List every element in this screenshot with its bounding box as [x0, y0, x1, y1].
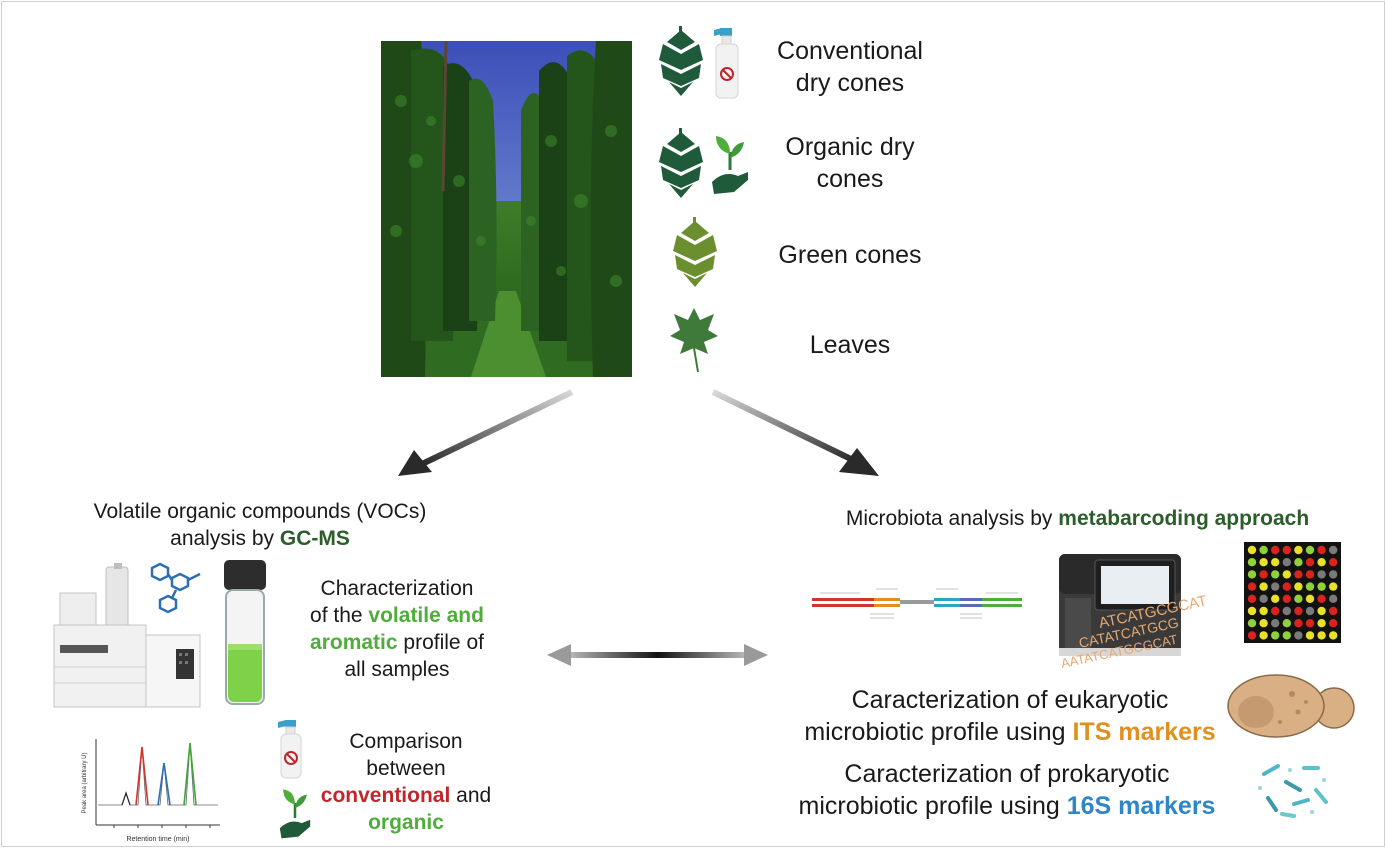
microarray-spot: [1259, 582, 1268, 591]
dna-sequence-text: ATCATGCGCAT CATATCATGCG AATATCATGCGCAT: [1060, 592, 1209, 671]
gc-ms-instrument-icon: [53, 563, 201, 708]
microarray-spot: [1259, 606, 1268, 616]
microarray-spot: [1282, 558, 1291, 567]
sample-label-leaves: Leaves: [809, 331, 891, 359]
microarray-spot: [1259, 594, 1268, 603]
microarray-spot: [1317, 619, 1326, 628]
microarray-spot: [1247, 631, 1257, 640]
microarray-spot: [1317, 582, 1326, 591]
sample-vial-icon: [224, 560, 266, 705]
microarray-spot: [1305, 594, 1315, 603]
microarray-spot: [1317, 545, 1326, 555]
microarray-spot: [1282, 570, 1291, 579]
hop-cone-dark-icon: [659, 128, 703, 198]
microarray-spot: [1329, 594, 1338, 603]
microarray-spot: [1294, 582, 1303, 591]
microarray-spot: [1329, 570, 1338, 579]
chromatogram-ylabel: Peak area (arbitrary U): [82, 752, 88, 813]
microarray-spot: [1271, 606, 1280, 616]
arrow-to-voc: [398, 389, 574, 476]
prokaryotic-characterization-text: Caracterization of prokaryotic microbiot…: [798, 760, 1216, 820]
microarray-spot: [1329, 606, 1338, 616]
microarray-spot: [1282, 619, 1291, 628]
microarray-spot: [1305, 558, 1315, 567]
microarray-spot: [1329, 619, 1338, 628]
microarray-spot: [1247, 582, 1257, 591]
eukaryotic-characterization-text: Caracterization of eukaryotic microbioti…: [804, 686, 1216, 746]
chromatogram-plot: Retention time (min) Peak area (arbitrar…: [82, 739, 220, 843]
microarray-spot: [1294, 558, 1303, 567]
microarray-spot: [1294, 594, 1303, 603]
microarray-spot: [1271, 545, 1280, 555]
microarray-spot: [1271, 582, 1280, 591]
microarray-spot: [1247, 594, 1257, 603]
amplicon-schematic-icon: [812, 588, 1022, 619]
microarray-spot: [1329, 545, 1338, 555]
microarray-spot: [1294, 631, 1303, 640]
microarray-spot: [1282, 545, 1291, 555]
microarray-spot: [1294, 545, 1303, 555]
microarray-spot: [1294, 570, 1303, 579]
hop-cone-dark-icon: [659, 26, 703, 96]
sequencer-instrument-icon: [1059, 554, 1181, 656]
molecule-icon: [150, 562, 201, 614]
microarray-spot: [1271, 631, 1280, 640]
microarray-spot: [1259, 545, 1268, 555]
microarray-spot: [1305, 619, 1315, 628]
sample-label-green-cones: Green cones: [778, 241, 922, 269]
microarray-spot: [1329, 582, 1338, 591]
microarray-spot: [1329, 631, 1338, 640]
voc-comparison-text: Comparison between conventional and orga…: [320, 730, 492, 834]
microarray-spot: [1317, 558, 1326, 567]
microarray-spot: [1247, 545, 1257, 555]
microarray-spot: [1305, 631, 1315, 640]
microarray-spot: [1294, 619, 1303, 628]
microarray-spot: [1271, 594, 1280, 603]
hop-field-photo: [381, 40, 632, 377]
microarray-spot: [1282, 631, 1291, 640]
microbiota-title: Microbiota analysis by metabarcoding app…: [845, 507, 1310, 530]
microarray-spot: [1271, 558, 1280, 567]
microarray-spot: [1259, 570, 1268, 579]
microarray-spot: [1247, 619, 1257, 628]
yeast-cell-icon: [1227, 674, 1355, 738]
microarray-spot: [1271, 619, 1280, 628]
microarray-spot: [1259, 619, 1268, 628]
microarray-spot: [1247, 570, 1257, 579]
hop-leaf-icon: [670, 308, 718, 373]
microarray-spot: [1317, 631, 1326, 640]
bacteria-icon: [1258, 764, 1328, 818]
chromatogram-xlabel: Retention time (min): [126, 836, 189, 843]
voc-characterization-text: Characterization of the volatile and aro…: [310, 577, 484, 681]
microarray-spot: [1271, 570, 1280, 579]
pesticide-spray-bottle-icon: [278, 720, 302, 779]
microarray-spot: [1305, 570, 1315, 579]
microarray-spot: [1259, 631, 1268, 640]
microarray-spot: [1282, 594, 1291, 603]
microarray-spot: [1282, 582, 1291, 591]
microarray-spot: [1259, 558, 1268, 567]
voc-title: Volatile organic compounds (VOCs) analys…: [93, 500, 427, 550]
double-arrow-comparison: [547, 644, 768, 666]
microarray-spot: [1247, 606, 1257, 616]
microarray-spot: [1317, 570, 1326, 579]
organic-sprout-hand-icon: [712, 136, 748, 194]
hop-cone-green-icon: [673, 217, 717, 287]
microarray-spot: [1317, 594, 1326, 603]
microarray-spot: [1329, 558, 1338, 567]
arrow-to-microbiota: [711, 389, 879, 476]
pesticide-spray-bottle-icon: [714, 28, 739, 99]
microarray-spot: [1305, 606, 1315, 616]
microarray-spot: [1305, 545, 1315, 555]
microarray-spot: [1317, 606, 1326, 616]
microarray-spot: [1294, 606, 1303, 616]
microarray-grid-icon: [1244, 542, 1341, 643]
organic-sprout-hand-icon: [279, 789, 311, 839]
microarray-spot: [1305, 582, 1315, 591]
microarray-spot: [1282, 606, 1291, 616]
microarray-spot: [1247, 558, 1257, 567]
